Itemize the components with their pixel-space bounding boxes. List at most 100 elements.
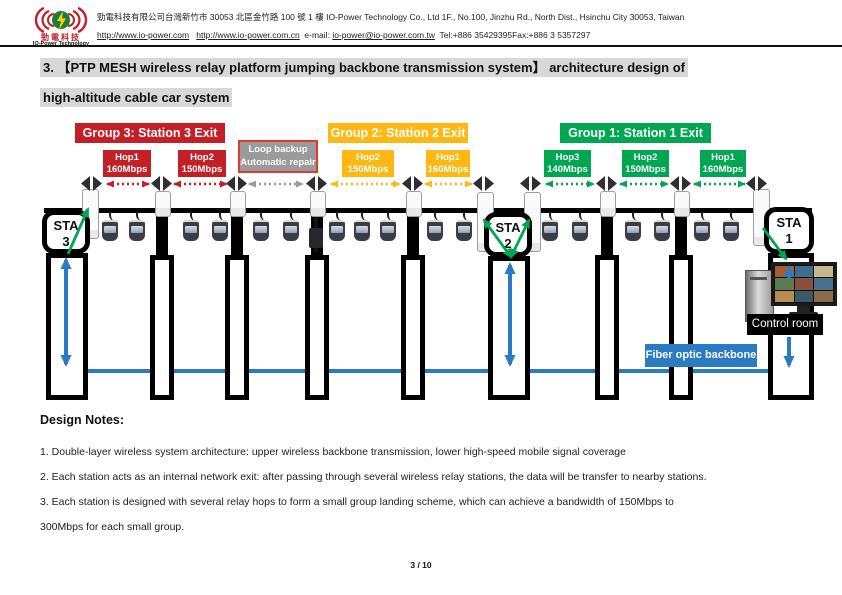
design-notes-heading: Design Notes: bbox=[40, 413, 125, 427]
dish-antenna-right-icon bbox=[485, 176, 494, 191]
antenna-mast bbox=[600, 191, 616, 217]
cctv-monitor bbox=[771, 262, 837, 306]
cable-car-gondola bbox=[183, 212, 200, 243]
dish-antenna-right-icon bbox=[608, 176, 617, 191]
dish-antenna-left-icon bbox=[670, 176, 679, 191]
dish-antenna-left-icon bbox=[746, 176, 755, 191]
relay-antenna-pair-icon bbox=[473, 176, 494, 191]
phone-fax-text: Tel:+886 35429395Fax:+886 3 5357297 bbox=[439, 30, 591, 40]
relay-antenna-pair-icon bbox=[402, 176, 423, 191]
dish-antenna-left-icon bbox=[151, 176, 160, 191]
design-note-1: 1. Double-layer wireless system architec… bbox=[40, 446, 626, 458]
gondola-window bbox=[574, 226, 586, 233]
email-link[interactable]: io-power@io-power.com.tw bbox=[332, 30, 435, 40]
design-note-2: 2. Each station acts as an internal netw… bbox=[40, 471, 707, 483]
cable-car-gondola bbox=[129, 212, 146, 243]
design-note-3: 3. Each station is designed with several… bbox=[40, 496, 674, 508]
cable-tower-stub bbox=[675, 212, 687, 257]
relay-antenna-pair-icon bbox=[670, 176, 691, 191]
antenna-mast bbox=[406, 191, 422, 217]
logo-brand-cn: 勁電科技 bbox=[41, 33, 81, 42]
station-2-number: 2 bbox=[504, 235, 512, 251]
gondola-window bbox=[458, 226, 470, 233]
relay-antenna-pair-icon bbox=[596, 176, 617, 191]
cable-car-gondola bbox=[283, 212, 300, 243]
control-room-label: Control room bbox=[747, 314, 823, 335]
cable-tower bbox=[305, 255, 329, 400]
dish-antenna-left-icon bbox=[402, 176, 411, 191]
cable-tower-stub bbox=[407, 212, 419, 257]
station-1-box: STA 1 bbox=[764, 207, 814, 254]
relay-antenna-pair-icon bbox=[306, 176, 327, 191]
gondola-window bbox=[656, 226, 668, 233]
cable-tower-stub bbox=[156, 212, 168, 257]
relay-antenna-pair-icon bbox=[746, 176, 767, 191]
relay-radio-box bbox=[309, 228, 323, 248]
dish-antenna-right-icon bbox=[238, 176, 247, 191]
station-1-number: 1 bbox=[785, 230, 793, 246]
relay-antenna-pair-icon bbox=[81, 176, 102, 191]
relay-antenna-pair-icon bbox=[151, 176, 172, 191]
gondola-window bbox=[331, 226, 343, 233]
website-link-tw[interactable]: http://www.io-power.com bbox=[97, 30, 190, 40]
dish-antenna-right-icon bbox=[682, 176, 691, 191]
station-3-label: STA bbox=[53, 218, 79, 233]
company-contact-line: http://www.io-power.com http://www.io-po… bbox=[97, 30, 837, 40]
station-3-building bbox=[46, 253, 88, 400]
station-2-box: STA 2 bbox=[484, 212, 532, 257]
gondola-window bbox=[131, 226, 143, 233]
dish-antenna-left-icon bbox=[226, 176, 235, 191]
cable-tower bbox=[401, 255, 425, 400]
station-3-box: STA 3 bbox=[42, 210, 90, 254]
cable-car-gondola bbox=[329, 212, 346, 243]
cable-car-gondola bbox=[572, 212, 589, 243]
group1-banner: Group 1: Station 1 Exit bbox=[560, 123, 711, 143]
io-power-logo-icon bbox=[34, 6, 88, 34]
dish-antenna-left-icon bbox=[520, 176, 529, 191]
station-2-building bbox=[488, 256, 530, 400]
dish-antenna-right-icon bbox=[532, 176, 541, 191]
gondola-window bbox=[214, 226, 226, 233]
cable-tower bbox=[150, 255, 174, 400]
dish-antenna-right-icon bbox=[318, 176, 327, 191]
cable-car-gondola bbox=[354, 212, 371, 243]
cable-car-gondola bbox=[542, 212, 559, 243]
antenna-mast bbox=[310, 191, 326, 217]
cable-car-gondola bbox=[102, 212, 119, 243]
dish-antenna-right-icon bbox=[163, 176, 172, 191]
dish-antenna-right-icon bbox=[758, 176, 767, 191]
page-title-line1: 3. 【PTP MESH wireless relay platform jum… bbox=[40, 57, 689, 77]
gondola-window bbox=[627, 226, 639, 233]
page-title-line2: high-altitude cable car system bbox=[40, 88, 233, 107]
gondola-window bbox=[104, 226, 116, 233]
station-2-label: STA bbox=[495, 220, 521, 235]
gondola-window bbox=[696, 226, 708, 233]
cable-car-gondola bbox=[625, 212, 642, 243]
station-3-number: 3 bbox=[62, 233, 70, 249]
cable-car-gondola bbox=[212, 212, 229, 243]
dish-antenna-left-icon bbox=[596, 176, 605, 191]
company-address-line: 勁電科技有限公司台灣新竹市 30053 北區金竹路 100 號 1 樓 IO-P… bbox=[97, 12, 685, 22]
fiber-optic-backbone-label: Fiber optic backbone bbox=[645, 344, 757, 367]
cable-tower bbox=[225, 255, 249, 400]
gondola-window bbox=[544, 226, 556, 233]
gondola-window bbox=[255, 226, 267, 233]
gondola-window bbox=[382, 226, 394, 233]
page-number: 3 / 10 bbox=[410, 560, 432, 570]
relay-antenna-pair-icon bbox=[520, 176, 541, 191]
control-room-pc bbox=[745, 270, 774, 322]
cable-tower-stub bbox=[601, 212, 613, 257]
antenna-mast bbox=[155, 191, 171, 217]
website-link-cn[interactable]: http://www.io-power.com.cn bbox=[196, 30, 300, 40]
gondola-window bbox=[725, 226, 737, 233]
logo-brand-en: IO-Power Technology bbox=[32, 41, 90, 47]
cable-car-gondola bbox=[253, 212, 270, 243]
relay-antenna-pair-icon bbox=[226, 176, 247, 191]
